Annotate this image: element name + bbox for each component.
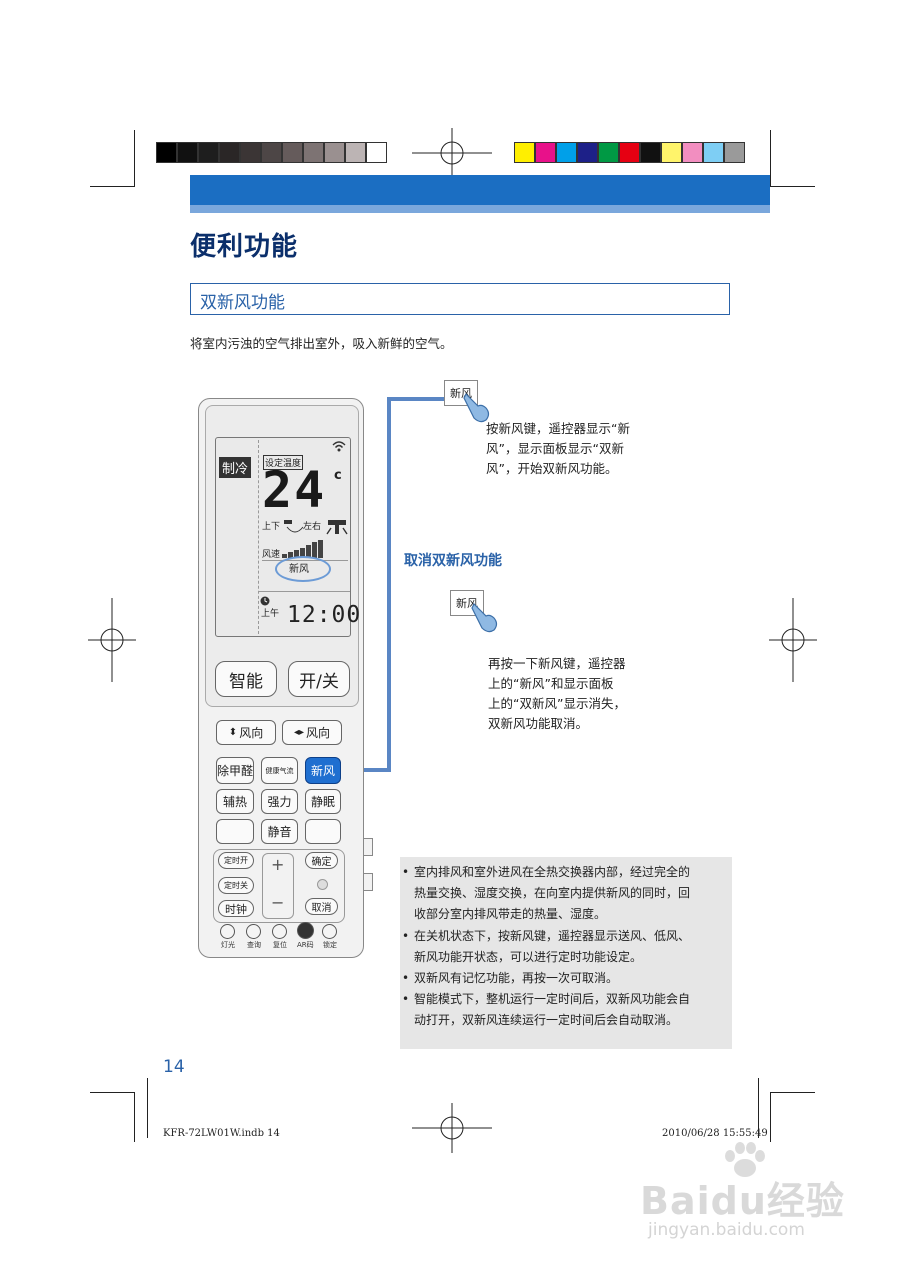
- cancel-text: 再按一下新风键，遥控器 上的“新风”和显示面板 上的“双新风”显示消失， 双新风…: [488, 656, 626, 731]
- timer-on-button[interactable]: 定时开: [218, 852, 254, 869]
- lcd-mode: 制冷: [219, 457, 252, 478]
- turbo-button[interactable]: 强力: [261, 789, 298, 814]
- indicator-light-icon: [317, 879, 328, 890]
- footer-timestamp: 2010/06/28 15:55:49: [662, 1128, 768, 1139]
- lcd-fan-speed-label: 风速: [262, 550, 281, 560]
- power-button[interactable]: 开/关: [288, 661, 350, 697]
- fresh-air-button[interactable]: 新风: [305, 757, 341, 784]
- minus-label: −: [271, 893, 285, 912]
- page-number: 14: [163, 1057, 185, 1077]
- crop-mark: [147, 1078, 148, 1138]
- note-item: 智能模式下，整机运行一定时间后，双新风功能会自 动打开，双新风连续运行一定时间后…: [402, 989, 726, 1031]
- lcd-swing-updown: 上下: [262, 522, 281, 532]
- pointing-hand-icon: [471, 602, 498, 633]
- lcd-swing-leftright: 左右: [303, 522, 322, 532]
- page-title: 便利功能: [190, 232, 299, 262]
- pointing-hand-icon: [463, 392, 490, 423]
- light-label: 灯光: [221, 941, 235, 949]
- timer-off-button[interactable]: 定时关: [218, 877, 254, 894]
- vane-vertical-button[interactable]: ⬍风向: [216, 720, 276, 745]
- code-button[interactable]: [297, 922, 314, 939]
- lcd-clock: 12:00: [287, 602, 362, 628]
- remote-side-tab: [363, 873, 373, 891]
- crop-mark: [770, 186, 815, 187]
- crop-mark: [770, 130, 771, 187]
- reset-button[interactable]: [272, 924, 287, 939]
- watermark-logo: Baidu经验: [640, 1179, 845, 1223]
- mute-button[interactable]: 静音: [261, 819, 298, 844]
- note-item: 在关机状态下，按新风键，遥控器显示送风、低风、 新风功能开状态，可以进行定时功能…: [402, 926, 726, 968]
- plus-label: +: [271, 855, 285, 874]
- cancel-heading: 取消双新风功能: [404, 553, 502, 569]
- crop-mark: [134, 130, 135, 187]
- crop-mark: [770, 1092, 771, 1142]
- section-title-box: [190, 283, 730, 315]
- confirm-button[interactable]: 确定: [305, 852, 338, 869]
- header-band: [190, 175, 770, 205]
- callout1-text: 按新风键，遥控器显示“新 风”，显示面板显示“双新 风”，开始双新风功能。: [486, 421, 630, 476]
- fan-speed-bars-icon: [282, 540, 323, 558]
- header-band-light: [190, 205, 770, 213]
- up-down-arrow-icon: ⬍: [228, 727, 238, 738]
- lock-label: 锁定: [323, 941, 337, 949]
- left-right-arrow-icon: ◂▸: [293, 727, 305, 738]
- cancel-button[interactable]: 取消: [305, 898, 338, 915]
- lcd-set-temp-label: 设定温度: [263, 455, 304, 470]
- blank-button[interactable]: [216, 819, 254, 844]
- sleep-button[interactable]: 静眠: [305, 789, 341, 814]
- paw-logo-icon: [725, 1142, 765, 1177]
- watermark-url: jingyan.baidu.com: [648, 1220, 805, 1240]
- wifi-icon: [332, 441, 346, 452]
- crop-mark: [90, 1092, 135, 1093]
- clock-icon: [260, 596, 270, 606]
- health-airflow-button[interactable]: 健康气流: [261, 757, 298, 784]
- timer-panel: [213, 849, 345, 923]
- crop-mark: [134, 1092, 135, 1142]
- note-item: 双新风有记忆功能，再按一次可取消。: [402, 968, 726, 989]
- swing-updown-icon: [284, 520, 304, 533]
- section-title: 双新风功能: [200, 293, 285, 313]
- query-button[interactable]: [246, 924, 261, 939]
- vane-horizontal-button[interactable]: ◂▸风向: [282, 720, 342, 745]
- aux-heat-button[interactable]: 辅热: [216, 789, 254, 814]
- remote-side-tab: [363, 838, 373, 856]
- query-label: 查询: [247, 941, 261, 949]
- crop-mark: [758, 1078, 759, 1138]
- crop-mark: [770, 1092, 815, 1093]
- lcd-temp-unit: c: [334, 468, 342, 483]
- formaldehyde-button[interactable]: 除甲醛: [216, 757, 254, 784]
- lcd-fresh-air: 新风: [289, 564, 309, 575]
- note-item: 室内排风和室外进风在全热交换器内部，经过完全的 热量交换、湿度交换，在向室内提供…: [402, 862, 726, 925]
- lcd-temperature: 24: [262, 461, 327, 519]
- swing-leftright-icon: [326, 520, 348, 535]
- intro-text: 将室内污浊的空气排出室外，吸入新鲜的空气。: [190, 336, 453, 351]
- lcd-divider: [258, 440, 260, 634]
- smart-button[interactable]: 智能: [215, 661, 277, 697]
- reset-label: 复位: [273, 941, 287, 949]
- lcd-ampm: 上午: [261, 609, 280, 619]
- footer-filename: KFR-72LW01W.indb 14: [163, 1128, 280, 1139]
- plus-minus-rocker[interactable]: [262, 853, 294, 919]
- crop-mark: [90, 186, 135, 187]
- lcd-divider: [258, 591, 350, 592]
- light-button[interactable]: [220, 924, 235, 939]
- code-label: AR码: [297, 941, 314, 949]
- blank-button[interactable]: [305, 819, 341, 844]
- clock-button[interactable]: 时钟: [218, 900, 254, 917]
- lock-button[interactable]: [322, 924, 337, 939]
- fresh-air-highlight: [275, 556, 331, 582]
